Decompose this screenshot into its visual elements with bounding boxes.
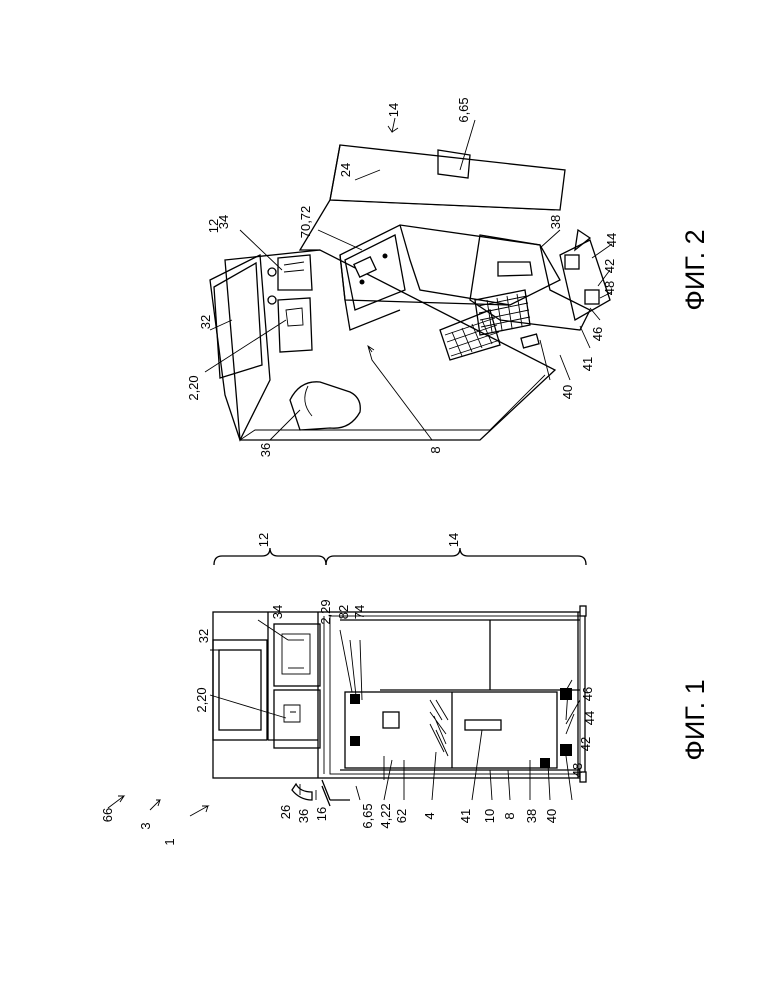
fig1-label-15: 48 bbox=[570, 763, 585, 777]
fig2-housing bbox=[225, 250, 555, 440]
fig2-label-8: 36 bbox=[258, 443, 273, 457]
fig1-label-26: 14 bbox=[446, 533, 461, 547]
fig1-label-6: 6,65 bbox=[360, 803, 375, 828]
figure-1-reference-numerals: 66 3 1 263616 6,654,2262 4 41 10 8 38 40 48 42 44 46 2,… bbox=[100, 533, 597, 846]
fig1-label-19: 2,20 bbox=[194, 687, 209, 712]
fig1-dispenser bbox=[274, 690, 320, 748]
fig1-label-1: 3 bbox=[138, 822, 153, 829]
fig2-label-3: 70,72 bbox=[298, 206, 313, 239]
fig2-label-0: 14 bbox=[386, 103, 401, 117]
fig1-label-14: 40 bbox=[544, 809, 559, 823]
fig1-label-23: 82 bbox=[336, 605, 351, 619]
fig1-label-13: 38 bbox=[524, 809, 539, 823]
fig1-vent-mesh bbox=[430, 700, 448, 756]
fig2-handset bbox=[290, 382, 360, 430]
fig2-card-reader bbox=[278, 255, 312, 290]
fig2-label-7: 2,20 bbox=[186, 375, 201, 400]
fig2-label-9: 8 bbox=[428, 446, 443, 453]
fig1-drawer-module bbox=[345, 692, 557, 768]
fig2-label-15: 41 bbox=[580, 357, 595, 371]
fig1-label-17: 44 bbox=[582, 711, 597, 725]
fig1-label-4: 36 bbox=[296, 809, 311, 823]
fig1-handset bbox=[292, 784, 312, 800]
fig1-label-12: 8 bbox=[502, 812, 517, 819]
fig2-label-6: 32 bbox=[198, 315, 213, 329]
fig2-label-11: 44 bbox=[604, 233, 619, 247]
fig2-label-5: 12 bbox=[206, 219, 221, 233]
fig1-label-2: 1 bbox=[162, 838, 177, 845]
fig1-label-8: 62 bbox=[394, 809, 409, 823]
fig2-dispenser bbox=[278, 298, 312, 352]
fig1-label-18: 46 bbox=[580, 687, 595, 701]
fig1-screen-frame bbox=[213, 640, 267, 740]
fig2-door-panel bbox=[330, 145, 565, 210]
fig2-handle bbox=[498, 262, 532, 276]
fig2-label-12: 42 bbox=[602, 259, 617, 273]
fig2-label-1: 6,65 bbox=[456, 97, 471, 122]
fig1-label-5: 16 bbox=[314, 807, 329, 821]
fig1-label-11: 10 bbox=[482, 809, 497, 823]
fig2-label-2: 24 bbox=[338, 163, 353, 177]
fig1-brace-12 bbox=[214, 548, 326, 565]
fig1-label-9: 4 bbox=[422, 812, 437, 819]
fig1-brace-14 bbox=[326, 548, 586, 565]
fig2-label-10: 38 bbox=[548, 215, 563, 229]
figure-1-drawing bbox=[108, 548, 586, 816]
fig2-label-14: 46 bbox=[590, 327, 605, 341]
fig1-cabinet-outline bbox=[213, 612, 585, 778]
figure-2-drawing bbox=[205, 118, 612, 440]
figure-1-caption: ФИГ. 1 bbox=[680, 679, 710, 760]
fig1-label-25: 12 bbox=[256, 533, 271, 547]
fig1-label-22: 2,29 bbox=[318, 599, 333, 624]
fig1-label-3: 26 bbox=[278, 805, 293, 819]
fig1-label-16: 42 bbox=[578, 737, 593, 751]
fig2-screen bbox=[214, 263, 262, 378]
fig1-label-24: 74 bbox=[352, 605, 367, 619]
fig1-label-21: 34 bbox=[270, 605, 285, 619]
fig2-label-16: 40 bbox=[560, 385, 575, 399]
fig1-card-slot bbox=[274, 624, 320, 686]
fig1-label-20: 32 bbox=[196, 629, 211, 643]
figure-2-caption: ФИГ. 2 bbox=[680, 229, 710, 310]
fig1-label-10: 41 bbox=[458, 809, 473, 823]
fig1-screen bbox=[219, 650, 261, 730]
fig1-label-7: 4,22 bbox=[378, 803, 393, 828]
fig1-label-0: 66 bbox=[100, 808, 115, 822]
fig2-label-13: 48 bbox=[602, 281, 617, 295]
fig1-handle bbox=[465, 720, 501, 730]
fig1-module-window bbox=[383, 712, 399, 728]
